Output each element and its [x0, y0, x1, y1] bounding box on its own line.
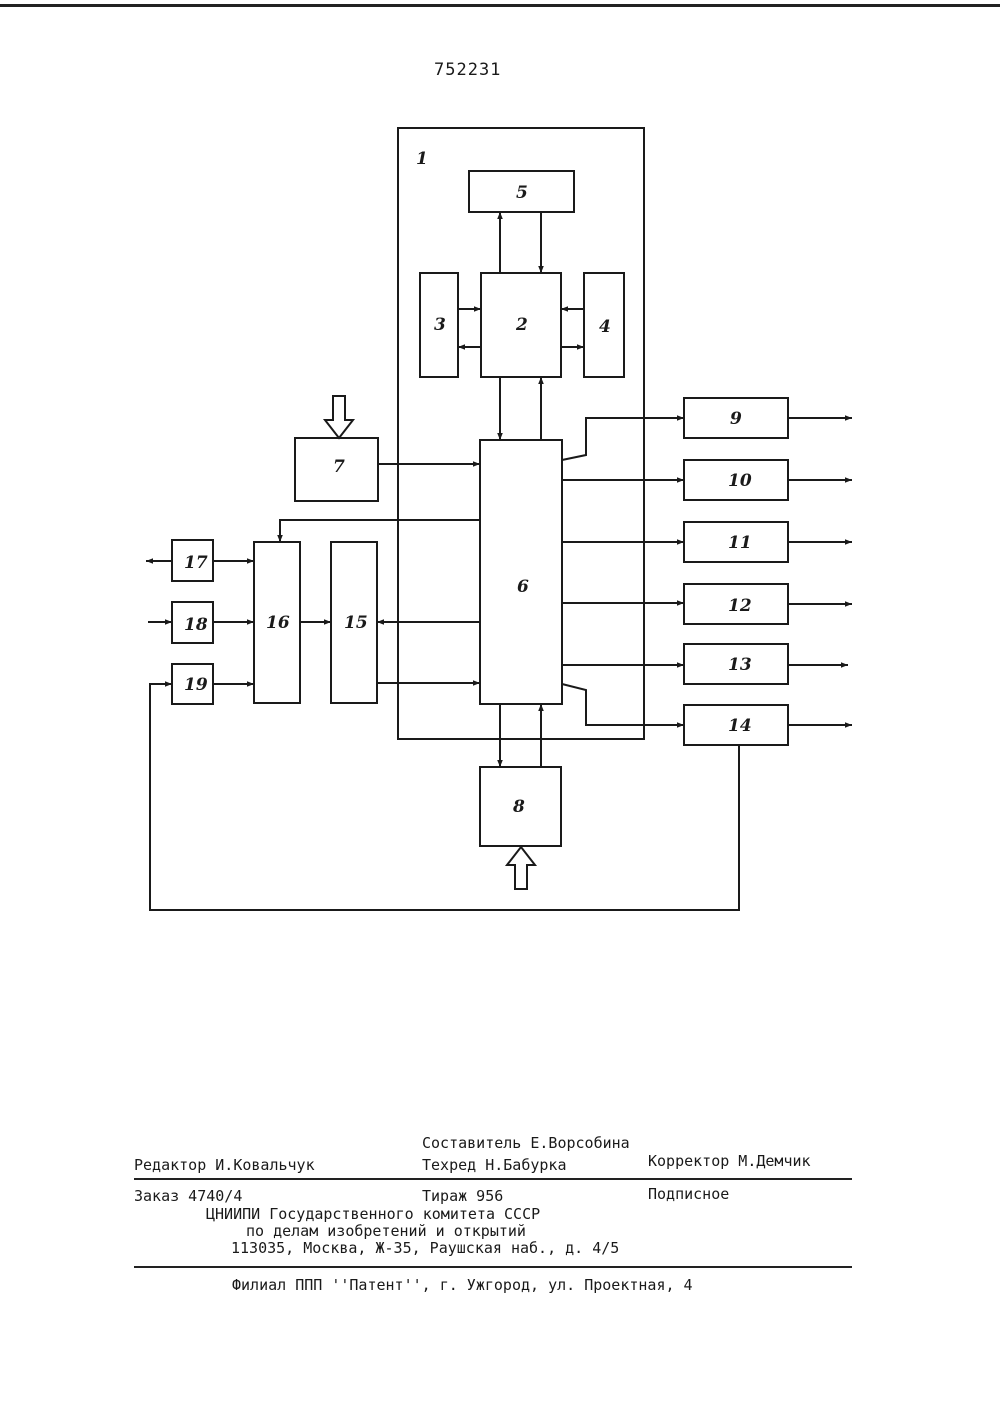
block-6 [480, 440, 562, 704]
block-1-frame [398, 128, 644, 739]
block-12-label: 12 [728, 596, 752, 616]
imprint-order: Заказ 4740/4 [134, 1187, 242, 1205]
block-8-label: 8 [512, 797, 525, 817]
imprint-rule-top [134, 1178, 852, 1180]
arrow-6-to-9 [562, 418, 684, 460]
block-16-label: 16 [266, 613, 290, 633]
block-19-label: 19 [184, 675, 208, 695]
imprint-compiler: Составитель Е.Ворсобина [422, 1134, 630, 1152]
block-3-label: 3 [434, 315, 446, 335]
feedback-14-to-19 [150, 684, 739, 910]
block-15-label: 15 [344, 613, 368, 633]
imprint-editor: Редактор И.Ковальчук [134, 1156, 315, 1174]
input-arrow-7 [325, 396, 353, 438]
imprint-address: 113035, Москва, Ж-35, Раушская наб., д. … [231, 1239, 619, 1257]
block-18-label: 18 [184, 615, 208, 635]
block-2-label: 2 [515, 315, 528, 335]
arrow-6-to-14 [562, 684, 684, 725]
block-13-label: 13 [728, 655, 752, 675]
block-10-label: 10 [728, 471, 752, 491]
block-7-label: 7 [333, 457, 345, 477]
imprint-branch: Филиал ППП ''Патент'', г. Ужгород, ул. П… [232, 1276, 693, 1294]
imprint-subscription: Подписное [648, 1185, 729, 1203]
imprint-org-line2: по делам изобретений и открытий [246, 1222, 526, 1240]
imprint-corrector: Корректор М.Демчик [648, 1152, 811, 1170]
block-17-label: 17 [184, 553, 208, 573]
block-11-label: 11 [728, 533, 752, 553]
block-4-label: 4 [599, 317, 611, 337]
imprint-rule-bottom [134, 1266, 852, 1268]
imprint-org-line1: ЦНИИПИ Государственного комитета СССР [206, 1205, 540, 1223]
block-14-label: 14 [728, 716, 752, 736]
block-6-label: 6 [517, 577, 529, 597]
arrow-6-to-16 [280, 520, 480, 542]
block-5-label: 5 [516, 183, 528, 203]
block-1-label: 1 [416, 149, 428, 169]
imprint-techred: Техред Н.Бабурка [422, 1156, 567, 1174]
input-arrow-8 [507, 847, 535, 889]
block-9-label: 9 [730, 409, 742, 429]
imprint-circulation: Тираж 956 [422, 1187, 503, 1205]
